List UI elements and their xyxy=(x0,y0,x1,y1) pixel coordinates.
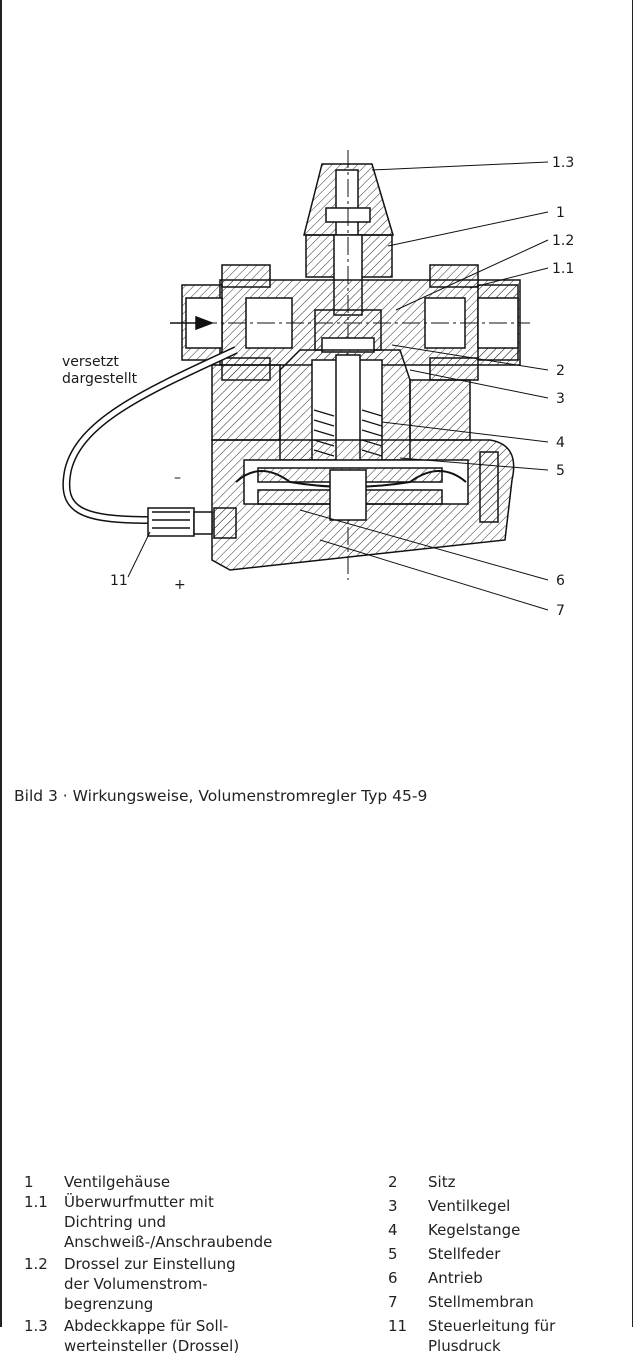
legend-number: 1 xyxy=(24,1173,34,1191)
legend-number: 6 xyxy=(388,1269,398,1287)
label-1: 1 xyxy=(556,205,565,221)
union-nut-left xyxy=(221,264,271,288)
legend-number: 11 xyxy=(388,1317,408,1335)
union-nut-right xyxy=(429,264,479,288)
label-minus: – xyxy=(174,470,181,486)
legend-text: Kegelstange xyxy=(428,1221,521,1239)
legend-item: 3 Ventilkegel xyxy=(388,1196,628,1216)
legend-text: Überwurfmutter mit Dichtring und Anschwe… xyxy=(64,1193,273,1251)
legend-number: 7 xyxy=(388,1293,398,1311)
legend-item: 11 Steuerleitung für Plusdruck xyxy=(388,1316,628,1356)
legend-text: Drossel zur Einstellung der Volumenstrom… xyxy=(64,1255,236,1313)
legend-text: Sitz xyxy=(428,1173,456,1191)
legend-item: 6 Antrieb xyxy=(388,1268,628,1288)
legend-right: 2 Sitz 3 Ventilkegel 4 Kegelstange 5 Ste… xyxy=(388,1172,628,1356)
legend-left: 1 Ventilgehäuse 1.1 Überwurfmutter mit D… xyxy=(24,1172,324,1356)
legend-item: 1.3 Abdeckkappe für Soll- werteinsteller… xyxy=(24,1316,324,1356)
legend-number: 1.3 xyxy=(24,1317,48,1335)
legend-item: 1.1 Überwurfmutter mit Dichtring und Ans… xyxy=(24,1192,324,1252)
label-offset-1: versetzt xyxy=(62,354,119,370)
legend-number: 4 xyxy=(388,1221,398,1239)
figure-caption: Bild 3 · Wirkungsweise, Volumenstromregl… xyxy=(14,787,428,805)
label-3: 3 xyxy=(556,391,565,407)
legend-text: Antrieb xyxy=(428,1269,483,1287)
legend-number: 1.1 xyxy=(24,1193,48,1211)
label-1-2: 1.2 xyxy=(552,233,574,249)
legend-item: 4 Kegelstange xyxy=(388,1220,628,1240)
legend-text: Stellfeder xyxy=(428,1245,501,1263)
valve-diagram: 1.3 1 1.2 1.1 2 3 4 5 6 7 11 – + versetz… xyxy=(62,150,574,619)
legend-text: Ventilkegel xyxy=(428,1197,511,1215)
legend-text: Ventilgehäuse xyxy=(64,1173,171,1191)
legend-number: 2 xyxy=(388,1173,398,1191)
label-6: 6 xyxy=(556,573,565,589)
legend-number: 3 xyxy=(388,1197,398,1215)
label-offset-2: dargestellt xyxy=(62,371,138,387)
legend-item: 1 Ventilgehäuse xyxy=(24,1172,324,1192)
legend-text: Abdeckkappe für Soll- werteinsteller (Dr… xyxy=(64,1317,240,1355)
page-frame xyxy=(0,0,633,1327)
legend-text: Stellmembran xyxy=(428,1293,534,1311)
flow-arrow xyxy=(170,315,215,331)
legend-item: 2 Sitz xyxy=(388,1172,628,1192)
valve-section-drawing: 1.3 1 1.2 1.1 2 3 4 5 6 7 11 – + versetz… xyxy=(0,140,634,640)
label-1-1: 1.1 xyxy=(552,261,574,277)
legend-item: 5 Stellfeder xyxy=(388,1244,628,1264)
label-5: 5 xyxy=(556,463,565,479)
legend-text: Steuerleitung für Plusdruck xyxy=(428,1317,556,1355)
legend-number: 5 xyxy=(388,1245,398,1263)
legend-item: 1.2 Drossel zur Einstellung der Volumens… xyxy=(24,1254,324,1314)
label-4: 4 xyxy=(556,435,565,451)
label-7: 7 xyxy=(556,603,565,619)
label-2: 2 xyxy=(556,363,565,379)
control-spring xyxy=(313,409,383,457)
legend-item: 7 Stellmembran xyxy=(388,1292,628,1312)
label-plus: + xyxy=(174,577,186,593)
label-1-3: 1.3 xyxy=(552,155,574,171)
legend-number: 1.2 xyxy=(24,1255,48,1273)
label-11: 11 xyxy=(110,573,128,589)
